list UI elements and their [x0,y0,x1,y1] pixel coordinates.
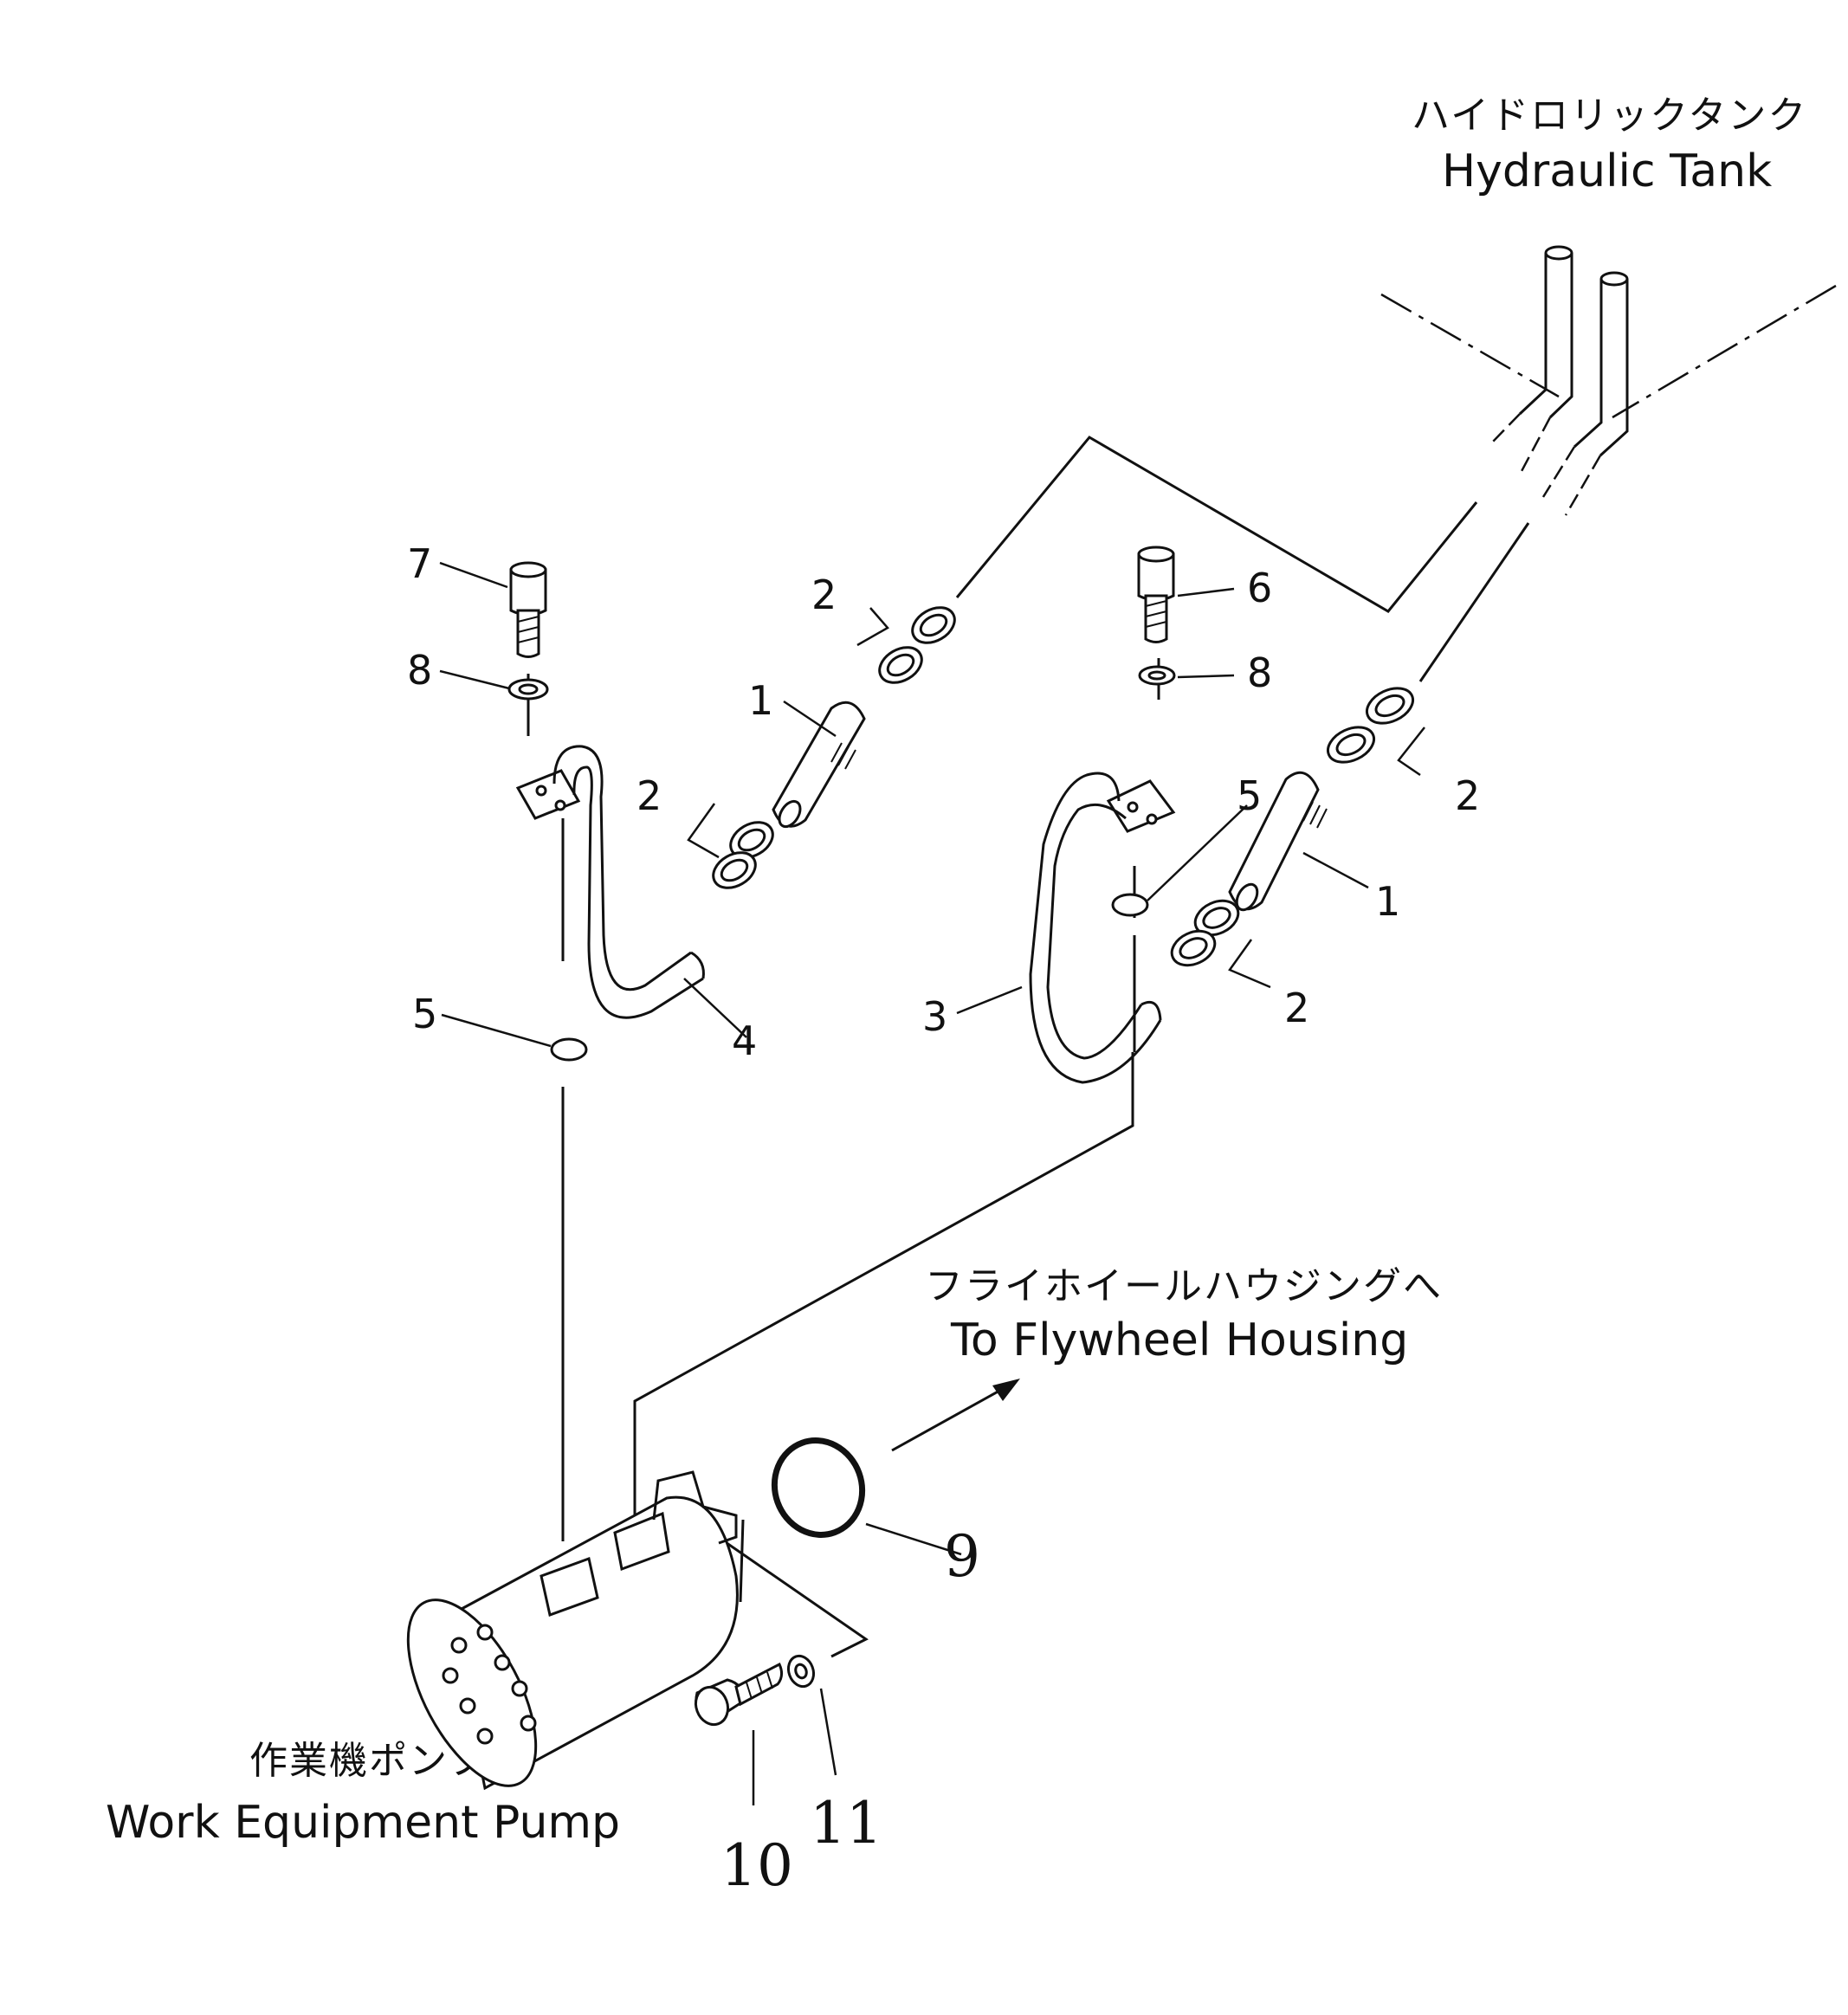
callout-10: 10 [720,1832,793,1899]
flywheel-label-jp: フライホイールハウジングへ [925,1264,1443,1308]
bolt-7 [509,561,547,658]
o-ring-5-right [1111,893,1149,917]
routing-lines [527,436,1530,1658]
callout-6: 6 [1247,565,1272,611]
callout-5-right: 5 [1237,772,1262,819]
callout-7: 7 [407,540,432,587]
leader-lines [439,561,1425,1805]
work-equipment-pump [406,1470,745,1791]
washer-8-left [507,678,549,701]
pump-label-en: Work Equipment Pump [106,1797,620,1849]
tube-3 [1029,772,1176,1084]
bolt-6 [1137,546,1175,643]
o-ring-9 [771,1437,866,1538]
hydraulic-tank-label-en: Hydraulic Tank [1442,145,1772,197]
washer-8-right [1138,665,1176,686]
washer-11 [786,1654,816,1689]
arrow-to-flywheel [891,1379,1020,1452]
callout-2-left-lower: 2 [636,772,662,819]
clamp-2-left-upper-pair [878,606,956,684]
flywheel-label-en: To Flywheel Housing [950,1314,1408,1366]
callout-3: 3 [922,993,947,1040]
callout-1-right: 1 [1375,878,1400,925]
callout-8-left: 8 [407,647,432,694]
callout-1-left: 1 [748,677,773,724]
callout-2-left-upper: 2 [811,572,837,618]
hose-1-left [772,701,866,829]
bolt-10 [694,1662,784,1727]
callout-2-right-upper: 2 [1455,772,1480,819]
callout-4: 4 [732,1017,757,1064]
tube-4 [515,745,705,1019]
o-ring-5-left [550,1037,588,1062]
callout-2-right-lower: 2 [1284,985,1309,1031]
callout-11: 11 [810,1790,882,1857]
clamp-2-right-upper-pair [1327,687,1414,764]
hose-1-right [1228,771,1328,912]
callout-5-left: 5 [412,991,437,1037]
hydraulic-tank-pipes [1380,245,1837,516]
callout-8-right: 8 [1247,649,1272,696]
hydraulic-tank-label-jp: ハイドロリックタンク [1412,94,1807,138]
callout-9: 9 [944,1523,980,1590]
clamp-2-right-lower-pair [1170,899,1240,967]
clamp-2-left-lower-pair [712,821,774,889]
pump-label-jp: 作業機ポンプ [249,1739,488,1783]
